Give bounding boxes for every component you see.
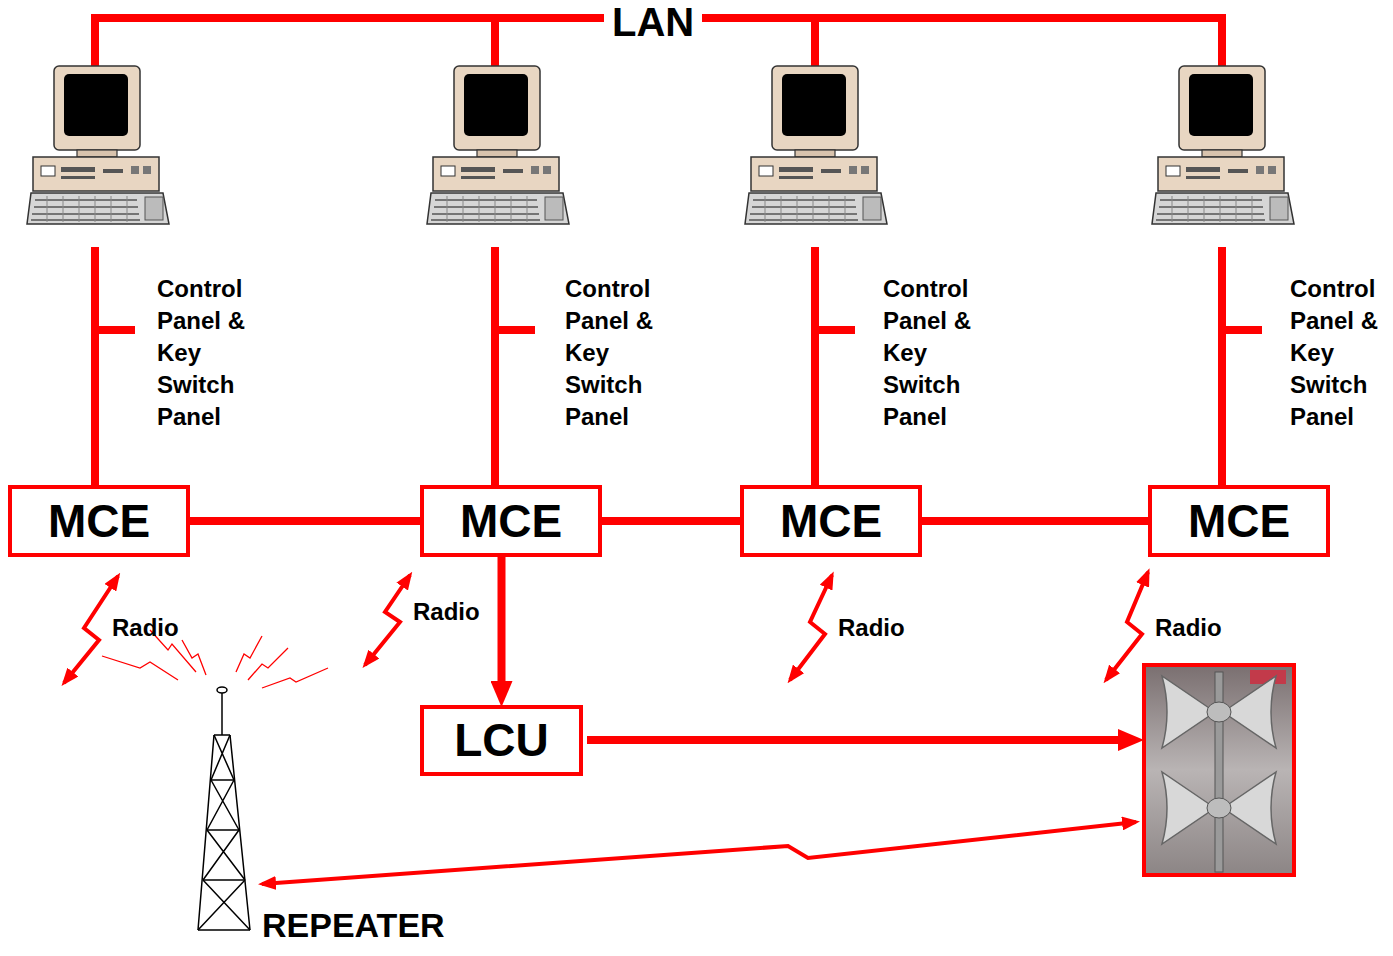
repeater-radio-link (262, 822, 1136, 884)
siren-control-line (587, 736, 1128, 744)
panel-line (95, 247, 135, 487)
radio-wave (262, 668, 328, 688)
panel-lines (95, 247, 1262, 487)
tower-cross (198, 735, 250, 930)
radio-wave (182, 640, 206, 675)
panel-line (815, 247, 855, 487)
panel-line (495, 247, 535, 487)
box-label: MCE (1188, 496, 1290, 547)
link-line (602, 517, 740, 525)
radio-wave (248, 648, 288, 680)
tower-leg (198, 735, 250, 930)
radio-wave (102, 656, 178, 680)
siren-driver (1207, 702, 1231, 722)
box-label: MCE (460, 496, 562, 547)
radio-link (365, 575, 410, 665)
panel-line (1222, 247, 1262, 487)
mast (221, 693, 223, 735)
computer-icon (27, 66, 169, 224)
photo-frame (1144, 665, 1294, 875)
radio-label: Radio (112, 614, 179, 642)
panel-label: Control Panel & Key Switch Panel (565, 273, 661, 433)
box-label: LCU (454, 715, 549, 766)
link-line (922, 517, 1148, 525)
repeater-tower (198, 687, 250, 930)
repeater-label: REPEATER (262, 906, 445, 945)
box-label: MCE (780, 496, 882, 547)
siren-photo (1144, 665, 1294, 875)
control-arrow (498, 557, 506, 691)
computers (27, 66, 1294, 224)
computer-icon (427, 66, 569, 224)
tower-brace (198, 735, 250, 930)
radio-wave (236, 636, 262, 672)
box-label: MCE (48, 496, 150, 547)
panel-label: Control Panel & Key Switch Panel (883, 273, 979, 433)
equipment-box: MCE (1148, 485, 1330, 557)
radio-label: Radio (838, 614, 905, 642)
equipment-box: MCE (8, 485, 190, 557)
equipment-box: MCE (740, 485, 922, 557)
siren-driver (1207, 798, 1231, 818)
equipment-box: MCE (420, 485, 602, 557)
computer-icon (1152, 66, 1294, 224)
photo-ground (1144, 665, 1294, 875)
panel-label: Control Panel & Key Switch Panel (1290, 273, 1386, 433)
radio-links (64, 572, 1148, 683)
radio-link (790, 575, 832, 680)
antenna (217, 687, 227, 693)
radio-label: Radio (1155, 614, 1222, 642)
network-label: LAN (604, 0, 702, 45)
equipment-box: LCU (420, 705, 583, 776)
radio-label: Radio (413, 598, 480, 626)
radio-link (1106, 572, 1148, 680)
computer-icon (745, 66, 887, 224)
panel-label: Control Panel & Key Switch Panel (157, 273, 253, 433)
link-line (190, 517, 420, 525)
radio-link (64, 576, 118, 683)
